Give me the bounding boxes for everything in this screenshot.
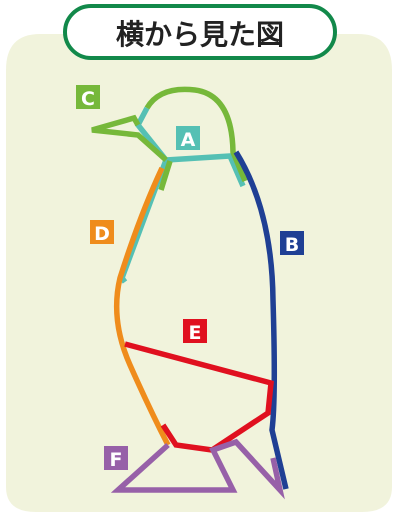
title-box (63, 4, 337, 60)
label-c-text: C (81, 88, 95, 110)
label-b-box (280, 231, 304, 255)
label-e: E (183, 319, 207, 344)
label-e-text: E (189, 322, 202, 344)
label-f-box (104, 446, 128, 470)
segment-f-line (110, 438, 285, 500)
segment-c-tick (158, 160, 173, 191)
label-c-box (76, 85, 100, 109)
label-e-box (183, 319, 207, 343)
label-f: F (104, 446, 128, 471)
segment-b-line (233, 150, 289, 490)
label-a: A (176, 126, 200, 151)
label-b-text: B (285, 234, 299, 256)
title: 横から見た図 (116, 18, 284, 51)
background-panel (6, 34, 392, 512)
label-d-box (90, 220, 114, 244)
segment-d-line (113, 166, 171, 447)
label-c: C (76, 85, 100, 110)
label-a-box (176, 126, 200, 150)
segment-e-line (124, 341, 274, 453)
label-d: D (90, 220, 114, 245)
label-a-text: A (181, 129, 196, 151)
segment-c-dome (144, 86, 248, 183)
label-f-text: F (110, 449, 123, 471)
label-d-text: D (94, 223, 110, 245)
label-b: B (280, 231, 304, 256)
segment-c-line (91, 114, 168, 163)
